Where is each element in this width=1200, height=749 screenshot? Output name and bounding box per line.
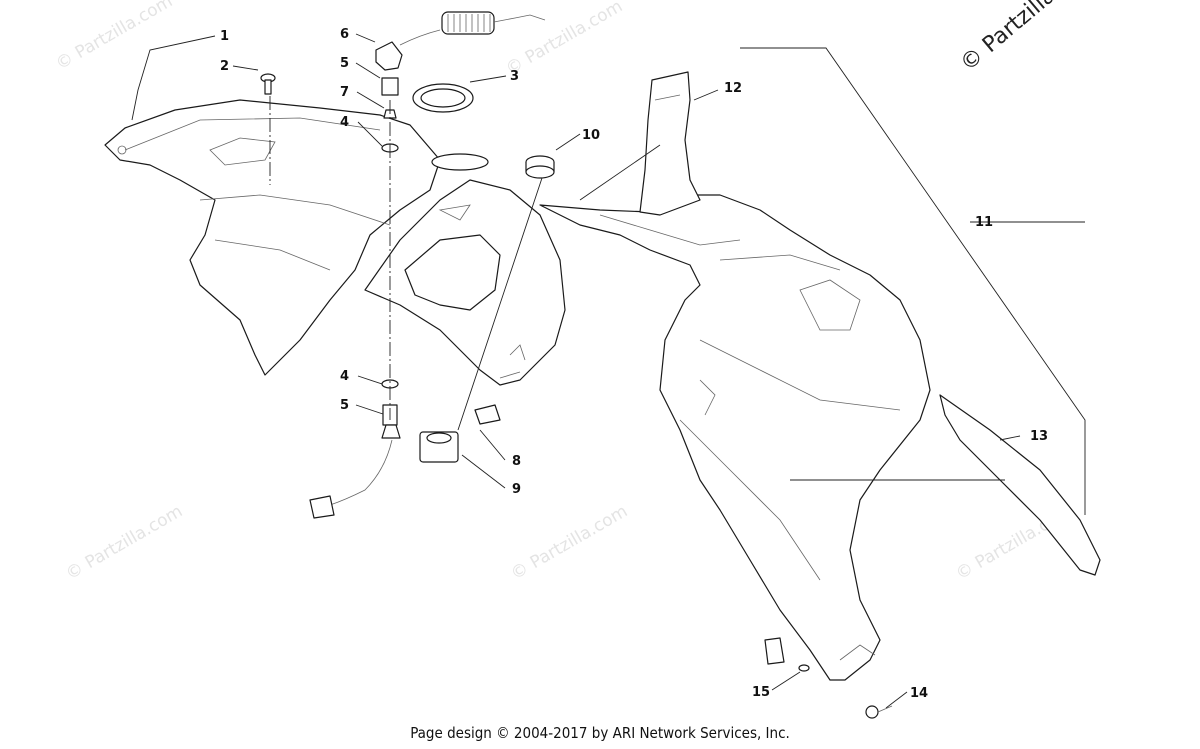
watermark: © Partzilla.com [503, 0, 627, 79]
callout-4: 4 [340, 369, 349, 384]
callout-15: 15 [752, 685, 770, 700]
switch-harness [309, 404, 401, 519]
watermark: © Partzilla.com [63, 501, 187, 584]
watermark: © Partzilla.com [53, 0, 177, 74]
panel-12 [639, 71, 701, 216]
clip [764, 637, 810, 672]
callout-labels: 1 2 3 4 4 5 5 6 7 8 9 10 11 12 13 14 15 [220, 27, 1048, 701]
footer-copyright: Page design © 2004-2017 by ARI Network S… [410, 724, 790, 742]
ring [412, 83, 474, 113]
callout-3: 3 [510, 69, 519, 84]
tether-cap [375, 11, 546, 71]
callout-13: 13 [1030, 429, 1048, 444]
callout-5: 5 [340, 56, 349, 71]
callout-14: 14 [910, 686, 928, 701]
right-side-panel [539, 194, 931, 681]
leader-lines [131, 33, 1086, 709]
bracket [474, 404, 501, 425]
callout-2: 2 [220, 59, 229, 74]
center-console [364, 153, 566, 386]
left-console [104, 99, 441, 376]
callout-11: 11 [975, 215, 993, 230]
watermark: © Partzilla.com [508, 501, 632, 584]
callout-4: 4 [340, 115, 349, 130]
callout-8: 8 [512, 454, 521, 469]
callout-5: 5 [340, 398, 349, 413]
callout-10: 10 [582, 128, 600, 143]
screw [260, 73, 276, 95]
callout-6: 6 [340, 27, 349, 42]
callout-7: 7 [340, 85, 349, 100]
pin [865, 705, 893, 719]
callout-9: 9 [512, 482, 521, 497]
watermark-corner: © Partzilla.com [956, 0, 1102, 77]
callout-12: 12 [724, 81, 742, 96]
callout-1: 1 [220, 29, 229, 44]
plug [419, 431, 459, 463]
panel-13 [939, 394, 1101, 576]
switch-top [381, 77, 399, 96]
grommet [525, 155, 555, 179]
small-parts [260, 11, 893, 719]
